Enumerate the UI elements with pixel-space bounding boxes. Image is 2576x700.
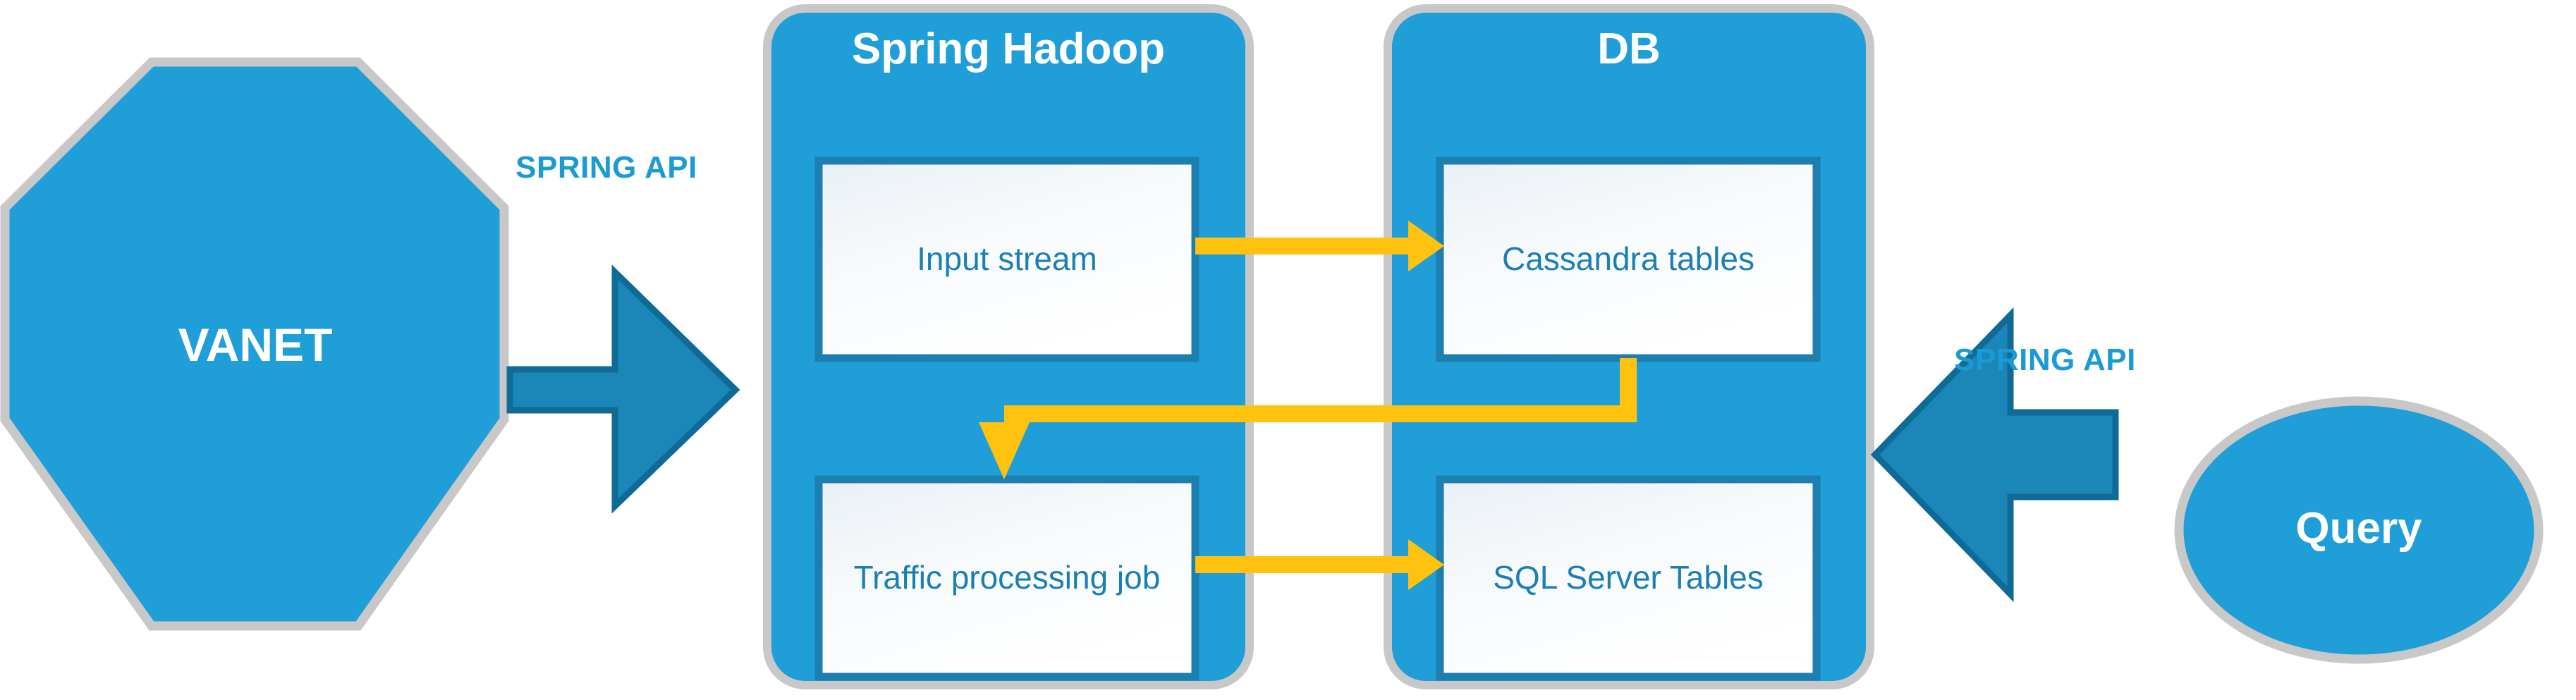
input-stream-box[interactable] bbox=[814, 156, 1200, 362]
sql-server-tables-box[interactable] bbox=[1436, 475, 1821, 681]
vanet-node-shape[interactable] bbox=[0, 57, 509, 631]
cassandra-tables-box[interactable] bbox=[1436, 156, 1821, 362]
query-node-shape[interactable] bbox=[2174, 396, 2544, 664]
vanet-to-spring-hadoop-arrow[interactable] bbox=[506, 264, 740, 514]
cassandra-to-traffic-job-connector bbox=[979, 358, 1637, 479]
traffic-processing-job-box[interactable] bbox=[814, 475, 1200, 681]
traffic-job-to-sql-server-connector bbox=[1195, 539, 1444, 590]
input-stream-to-cassandra-connector bbox=[1195, 221, 1444, 271]
query-to-db-arrow[interactable] bbox=[1870, 307, 2119, 603]
